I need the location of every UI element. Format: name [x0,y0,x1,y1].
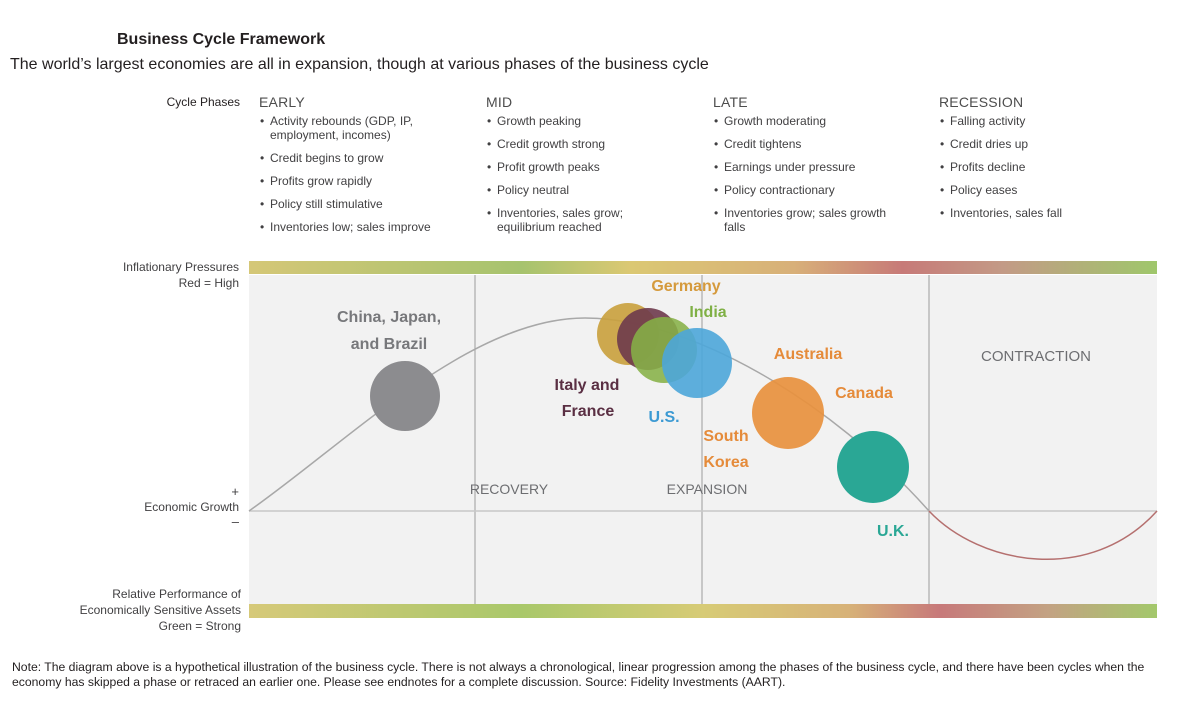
phase-bullet: Credit tightens [713,137,933,151]
region-recovery-label: RECOVERY [470,481,549,497]
phase-late-name: LATE [713,94,748,110]
phase-bullet: Growth moderating [713,114,933,128]
phase-recession: RECESSION Falling activity Credit dries … [939,94,1159,229]
bubble-us [662,328,732,398]
region-expansion-label: EXPANSION [667,481,748,497]
phase-bullet: Profits grow rapidly [259,174,479,188]
performance-label-line1: Relative Performance of [112,587,241,601]
region-contraction-label: CONTRACTION [981,348,1091,365]
phase-bullet: Policy contractionary [713,183,933,197]
phase-bullet: Credit growth strong [486,137,706,151]
label-india: India [689,304,726,321]
footnote: Note: The diagram above is a hypothetica… [12,660,1145,689]
phase-mid: MID Growth peaking Credit growth strong … [486,94,706,243]
phase-bullet: Inventories low; sales improve [259,220,479,234]
inflation-label-line2: Red = High [178,276,239,290]
phase-bullet: Falling activity [939,114,1159,128]
phase-bullet: Inventories, sales grow; equilibrium rea… [486,206,677,234]
phase-late: LATE Growth moderating Credit tightens E… [713,94,933,243]
phase-bullet: Policy neutral [486,183,706,197]
growth-plus: + [231,484,239,499]
bubble-uk [837,431,909,503]
phase-bullet: Policy still stimulative [259,197,479,211]
phase-bullet: Credit begins to grow [259,151,479,165]
phase-bullet: Earnings under pressure [713,160,933,174]
label-south-korea-line2: Korea [703,454,748,471]
label-china-line1: China, Japan, [337,309,441,326]
phase-bullet: Activity rebounds (GDP, IP, employment, … [259,114,455,142]
phase-bullet: Profit growth peaks [486,160,706,174]
bubble-china-japan-brazil [370,361,440,431]
label-italy-line2: France [562,403,615,420]
label-china-line2: and Brazil [351,336,427,353]
phase-recession-bullets: Falling activity Credit dries up Profits… [939,114,1159,220]
growth-label-text: Economic Growth [144,500,239,514]
label-australia: Australia [774,346,843,363]
label-south-korea-line1: South [703,428,748,445]
performance-label-line2: Economically Sensitive Assets [79,603,241,617]
label-uk: U.K. [877,523,909,540]
phase-early-name: EARLY [259,94,305,110]
phase-bullet: Credit dries up [939,137,1159,151]
phase-recession-name: RECESSION [939,94,1024,110]
phase-bullet: Inventories, sales fall [939,206,1159,220]
phase-mid-name: MID [486,94,513,110]
page-subtitle: The world’s largest economies are all in… [10,56,709,73]
label-canada: Canada [835,385,893,402]
label-italy-line1: Italy and [555,377,620,394]
phase-early-bullets: Activity rebounds (GDP, IP, employment, … [259,114,479,234]
phase-mid-bullets: Growth peaking Credit growth strong Prof… [486,114,706,234]
growth-label: + Economic Growth – [40,484,239,529]
performance-label: Relative Performance of Economically Sen… [10,586,241,634]
growth-minus: – [231,514,239,529]
label-us: U.S. [648,409,679,426]
cycle-phases-label: Cycle Phases [166,95,240,109]
phase-bullet: Inventories grow; sales growth falls [713,206,899,234]
label-germany: Germany [651,278,720,295]
inflation-label-line1: Inflationary Pressures [122,260,239,274]
bubble-australia-canada-korea [752,377,824,449]
phase-late-bullets: Growth moderating Credit tightens Earnin… [713,114,933,234]
phase-bullet: Profits decline [939,160,1159,174]
business-cycle-diagram: RECOVERY EXPANSION CONTRACTION China, Ja… [248,261,1158,618]
country-labels: China, Japan, and Brazil Germany India I… [337,278,909,540]
cycle-curve-contraction [928,510,1158,561]
phase-bullet: Growth peaking [486,114,706,128]
performance-gradient-bar [249,604,1157,618]
inflation-label: Inflationary Pressures Red = High [40,259,239,291]
phase-bullet: Policy eases [939,183,1159,197]
cycle-curve-expansion [248,317,930,512]
inflation-gradient-bar [249,261,1157,274]
performance-label-line3: Green = Strong [158,619,241,633]
page-title: Business Cycle Framework [117,31,326,48]
phase-early: EARLY Activity rebounds (GDP, IP, employ… [259,94,479,243]
